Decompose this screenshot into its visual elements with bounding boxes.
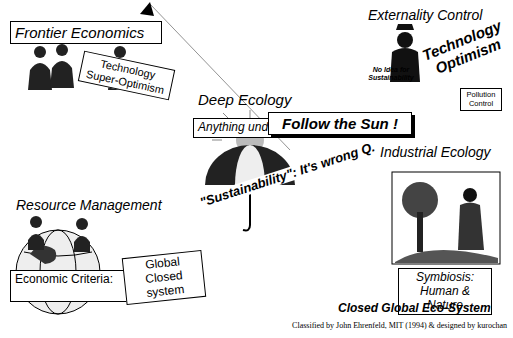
heading-label: Resource Management xyxy=(16,198,162,213)
heading-label: No Idea for Sustainability xyxy=(364,66,418,81)
box-text: Pollution Control xyxy=(465,91,497,108)
text-box: Follow the Sun ! xyxy=(268,112,412,135)
text-box: Frontier Economics xyxy=(10,21,162,44)
heading-label: Externality Control xyxy=(368,8,482,23)
box-text: Global Closed system xyxy=(127,253,201,301)
heading-label: Industrial Ecology xyxy=(380,145,491,160)
credit-caption: Classified by John Ehrenfeld, MIT (1994)… xyxy=(292,321,507,330)
box-text: Follow the Sun ! xyxy=(273,115,407,132)
text-box: Global Closed system xyxy=(122,250,207,305)
text-box: Technology Super-Optimism xyxy=(78,51,175,101)
text-box: Pollution Control xyxy=(460,88,502,111)
box-text: Technology Super-Optimism xyxy=(83,55,169,97)
text-box: Economic Criteria: xyxy=(10,270,134,302)
heading-label: Technology Optimism xyxy=(417,16,513,80)
box-text: Frontier Economics xyxy=(15,24,157,41)
heading-label: Closed Global Eco-System xyxy=(338,302,491,315)
box-text: Economic Criteria: xyxy=(15,273,129,287)
heading-label: Deep Ecology xyxy=(198,92,291,109)
